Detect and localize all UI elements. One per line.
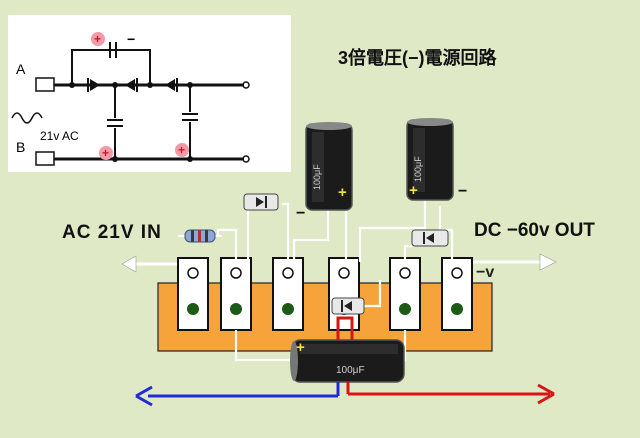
capacitor-3-text: 100μF: [336, 365, 365, 376]
capacitor-2-minus: −: [458, 183, 467, 200]
input-label: AC 21V IN: [62, 222, 162, 243]
ac-source-icon: [11, 112, 43, 124]
plus-sign-2: +: [102, 146, 109, 160]
diode-physical-3-icon: [331, 297, 365, 315]
wires: [216, 200, 454, 362]
terminal-lug-3: [272, 257, 304, 331]
diode-physical-2-icon: [411, 229, 449, 247]
minus-sign-1: −: [127, 31, 135, 47]
terminal-lug-2: [220, 257, 252, 331]
output-terminal-top: [242, 81, 250, 89]
red-arrow: [348, 383, 555, 405]
plus-marker-3: [175, 143, 189, 157]
diode-1-icon: [87, 78, 100, 92]
capacitor-2-plus: +: [409, 182, 418, 199]
node-2: [112, 82, 118, 88]
terminal-lug-1: [177, 257, 209, 331]
blue-arrow: [135, 385, 338, 407]
capacitor-1-plus: +: [338, 184, 347, 201]
diode-physical-1-icon: [243, 193, 279, 211]
capacitor-2-text: 100μF: [413, 156, 423, 182]
node-4: [187, 82, 193, 88]
cap-3-red-lead: [336, 316, 354, 340]
negative-output-label: −v: [476, 264, 495, 281]
node-3: [147, 82, 153, 88]
capacitor-1-text: 100μF: [312, 164, 322, 190]
resistor-icon: [178, 229, 222, 243]
schematic-background: [8, 15, 291, 172]
terminal-lug-6: [441, 257, 473, 331]
node-5: [112, 156, 118, 162]
capacitor-2: 100μF + −: [406, 118, 467, 201]
plus-marker-2: [99, 146, 113, 160]
plus-sign-3: +: [178, 143, 185, 157]
capacitor-1: 100μF + −: [296, 122, 353, 222]
node-6: [187, 156, 193, 162]
terminal-lug-5: [389, 257, 421, 331]
output-terminal-bottom: [242, 155, 250, 163]
diode-2-icon: [125, 78, 138, 92]
diagram-title: 3倍電圧(−)電源回路: [338, 48, 497, 68]
capacitor-1-minus: −: [296, 205, 305, 222]
capacitor-3: 100μF +: [290, 339, 405, 383]
plus-sign-1: +: [94, 32, 101, 46]
output-label: DC −60v OUT: [474, 220, 595, 241]
source-label: 21v AC: [40, 129, 79, 143]
terminal-a-label: A: [16, 61, 26, 77]
terminal-b-label: B: [16, 139, 25, 155]
capacitor-3-plus: +: [296, 339, 305, 356]
schematic-panel: A B 21v AC: [8, 15, 291, 172]
input-arrow: [121, 255, 185, 273]
diode-3-icon: [165, 78, 178, 92]
plus-marker-1: [91, 32, 105, 46]
node-1: [69, 82, 75, 88]
output-arrow: [460, 253, 557, 271]
